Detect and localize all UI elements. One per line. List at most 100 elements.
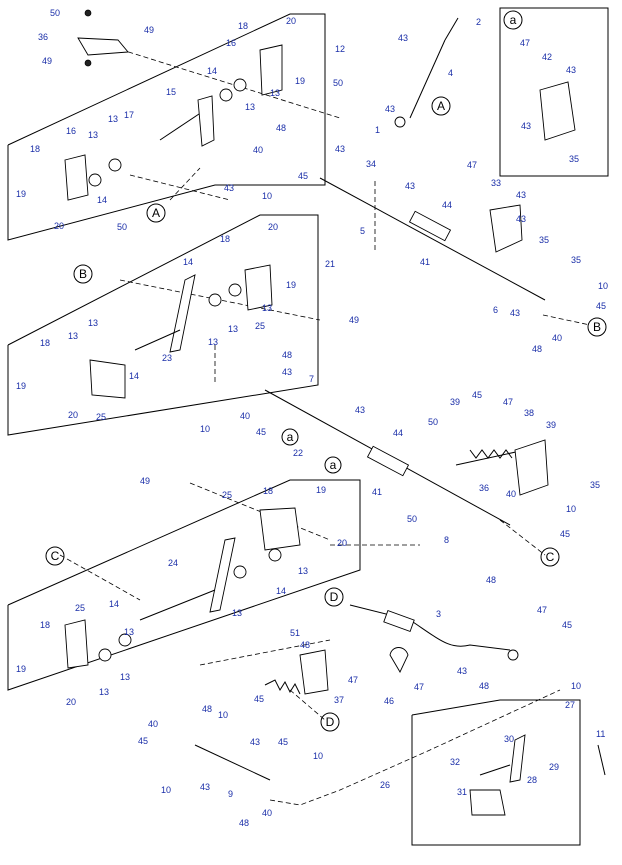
callout: 43 bbox=[516, 190, 526, 200]
callout: 13 bbox=[124, 627, 134, 637]
marker-A-left: A bbox=[146, 203, 166, 223]
callout: 42 bbox=[542, 52, 552, 62]
callout: 47 bbox=[348, 675, 358, 685]
callout: 48 bbox=[300, 640, 310, 650]
callout: 45 bbox=[560, 529, 570, 539]
callout: 18 bbox=[40, 620, 50, 630]
callout: 25 bbox=[75, 603, 85, 613]
callout: 25 bbox=[96, 412, 106, 422]
callout: 14 bbox=[109, 599, 119, 609]
callout: 13 bbox=[232, 608, 242, 618]
callout: 50 bbox=[428, 417, 438, 427]
callout: 48 bbox=[532, 344, 542, 354]
callout: 50 bbox=[333, 78, 343, 88]
callout: 35 bbox=[571, 255, 581, 265]
callout: 40 bbox=[240, 411, 250, 421]
callout: 19 bbox=[16, 189, 26, 199]
callout: 45 bbox=[562, 620, 572, 630]
callout: 49 bbox=[42, 56, 52, 66]
callout: 43 bbox=[566, 65, 576, 75]
callout: 34 bbox=[366, 159, 376, 169]
callout: 28 bbox=[527, 775, 537, 785]
svg-text:D: D bbox=[330, 590, 339, 604]
callout: 51 bbox=[290, 628, 300, 638]
callout: 13 bbox=[88, 130, 98, 140]
callout: 43 bbox=[250, 737, 260, 747]
callout: 13 bbox=[68, 331, 78, 341]
callout: 18 bbox=[238, 21, 248, 31]
callout: 14 bbox=[129, 371, 139, 381]
callout: 13 bbox=[298, 566, 308, 576]
callout: 47 bbox=[467, 160, 477, 170]
callout: 10 bbox=[200, 424, 210, 434]
callout: 14 bbox=[207, 66, 217, 76]
callout: 14 bbox=[276, 586, 286, 596]
callout: 19 bbox=[16, 664, 26, 674]
callout: 25 bbox=[255, 321, 265, 331]
callout: 10 bbox=[313, 751, 323, 761]
callout: 43 bbox=[510, 308, 520, 318]
callout: 20 bbox=[54, 221, 64, 231]
callout: 49 bbox=[144, 25, 154, 35]
callout: 35 bbox=[569, 154, 579, 164]
callout: 39 bbox=[450, 397, 460, 407]
svg-text:a: a bbox=[287, 430, 294, 444]
detail-box-a bbox=[499, 7, 609, 177]
callout: 12 bbox=[335, 44, 345, 54]
callout: 48 bbox=[479, 681, 489, 691]
callout: 16 bbox=[226, 38, 236, 48]
marker-a-1: a bbox=[281, 428, 299, 446]
marker-B-right: B bbox=[587, 317, 607, 337]
callout: 35 bbox=[590, 480, 600, 490]
callout: 43 bbox=[521, 121, 531, 131]
marker-A-top: A bbox=[431, 96, 451, 116]
callout: 35 bbox=[539, 235, 549, 245]
callout: 40 bbox=[506, 489, 516, 499]
callout: 13 bbox=[120, 672, 130, 682]
marker-B-left: B bbox=[73, 264, 93, 284]
callout: 41 bbox=[420, 257, 430, 267]
callout: 39 bbox=[546, 420, 556, 430]
callout: 43 bbox=[516, 214, 526, 224]
callout: 47 bbox=[537, 605, 547, 615]
svg-text:B: B bbox=[593, 320, 601, 334]
callout: 22 bbox=[293, 448, 303, 458]
callout: 11 bbox=[596, 729, 605, 739]
callout: 50 bbox=[407, 514, 417, 524]
callout: 24 bbox=[168, 558, 178, 568]
callout: 40 bbox=[262, 808, 272, 818]
callout: 6 bbox=[493, 305, 498, 315]
callout: 23 bbox=[162, 353, 172, 363]
callout: 49 bbox=[349, 315, 359, 325]
callout: 14 bbox=[183, 257, 193, 267]
reference-markers: A A B B C C D D bbox=[45, 10, 607, 732]
callout: 18 bbox=[40, 338, 50, 348]
callout: 43 bbox=[200, 782, 210, 792]
svg-text:a: a bbox=[330, 458, 337, 472]
callout: 10 bbox=[218, 710, 228, 720]
callout: 44 bbox=[442, 200, 452, 210]
callout: 13 bbox=[270, 88, 280, 98]
callout-labels: 50 36 49 49 18 20 16 12 19 13 14 13 15 5… bbox=[16, 8, 608, 828]
callout: 13 bbox=[108, 114, 118, 124]
callout: 50 bbox=[50, 8, 60, 18]
marker-D-bottom: D bbox=[320, 712, 340, 732]
svg-text:C: C bbox=[51, 549, 60, 563]
callout: 43 bbox=[398, 33, 408, 43]
callout: 48 bbox=[282, 350, 292, 360]
callout: 45 bbox=[256, 427, 266, 437]
detail-box-label: a bbox=[503, 10, 523, 30]
callout: 43 bbox=[224, 183, 234, 193]
callout: 45 bbox=[138, 736, 148, 746]
callout: 10 bbox=[571, 681, 581, 691]
callout: 10 bbox=[566, 504, 576, 514]
callout: 15 bbox=[166, 87, 176, 97]
callout: 40 bbox=[552, 333, 562, 343]
callout: 21 bbox=[325, 259, 335, 269]
marker-D-top: D bbox=[324, 587, 344, 607]
callout: 1 bbox=[375, 125, 380, 135]
svg-text:D: D bbox=[326, 715, 335, 729]
callout: 27 bbox=[565, 700, 575, 710]
callout: 20 bbox=[268, 222, 278, 232]
callout: 50 bbox=[117, 222, 127, 232]
